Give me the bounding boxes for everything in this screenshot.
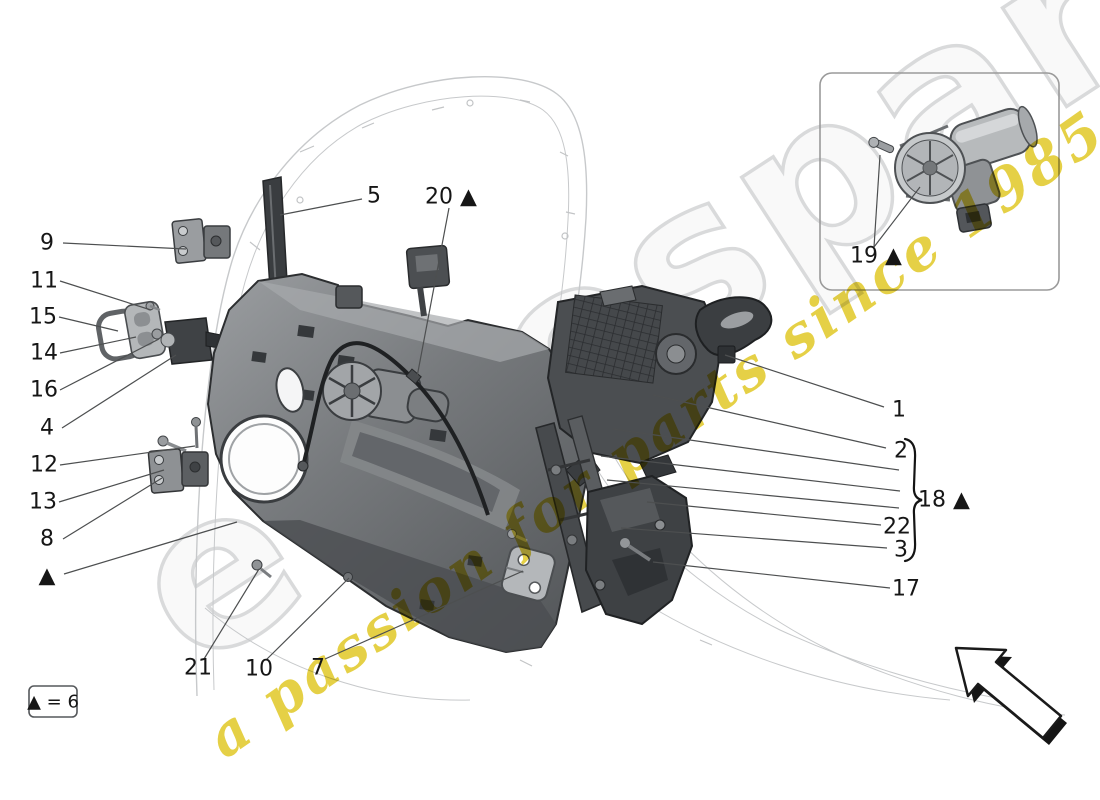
leader-line-3: [59, 336, 137, 354]
leader-line-24: [873, 186, 921, 248]
leader-line-6: [59, 445, 196, 466]
callout-7: 7: [311, 656, 325, 681]
leader-line-17: [646, 501, 882, 526]
leader-line-13: [652, 394, 887, 449]
upper-hinge: [171, 218, 231, 264]
leader-line-14: [612, 428, 900, 471]
leader-line-2: [58, 316, 119, 332]
callout-9: 9: [40, 231, 54, 256]
leader-line-21: [265, 577, 350, 661]
screw-21: [251, 559, 272, 579]
inset-box: [819, 72, 1060, 291]
callout-14: 14: [30, 341, 58, 366]
lock-module: [546, 284, 724, 487]
panel-oval-hole: [275, 367, 305, 413]
leader-line-11: [416, 207, 450, 378]
leader-line-23: [873, 154, 881, 248]
callout-19: 19 ▲: [850, 244, 902, 269]
latch-bolt: [507, 529, 528, 543]
leader-line-4: [59, 338, 160, 391]
screw-17: [619, 537, 651, 562]
bracket-18-group: [903, 437, 923, 563]
callout-13: 13: [29, 490, 57, 515]
callout-1: 1: [892, 398, 906, 423]
callout-12: 12: [30, 453, 58, 478]
callout-18: 18 ▲: [918, 488, 970, 513]
callout-3: 3: [894, 538, 908, 563]
inset-screw: [868, 136, 895, 154]
leader-line-0: [62, 242, 187, 250]
legend-text: ▲ = 6: [27, 692, 79, 713]
leader-line-15: [600, 455, 901, 492]
callout-triangle-left: ▲: [39, 564, 56, 589]
callout-21: 21: [184, 656, 212, 681]
leader-line-20: [203, 568, 260, 660]
leader-line-19: [652, 561, 891, 589]
leader-line-12: [724, 354, 885, 408]
leader-line-8: [62, 477, 163, 540]
callout-5: 5: [367, 184, 381, 209]
legend-box: ▲ = 6: [27, 685, 79, 718]
door-handle: [694, 296, 773, 364]
leader-line-1: [59, 280, 152, 311]
callout-22: 22: [883, 515, 911, 540]
leader-line-9: [63, 521, 238, 575]
leader-line-10: [279, 198, 363, 216]
leader-line-7: [58, 469, 165, 503]
panel-bolt-10: [343, 572, 353, 582]
leader-line-22: [324, 570, 524, 660]
leader-line-18: [620, 527, 888, 549]
speaker-hole: [219, 414, 309, 504]
direction-arrow: [954, 646, 1067, 745]
callout-16: 16: [30, 378, 58, 403]
door-cable: [297, 341, 490, 516]
callout-17: 17: [892, 577, 920, 602]
leader-line-16: [606, 479, 900, 509]
callout-20: 20 ▲: [425, 185, 477, 210]
callout-11: 11: [30, 269, 58, 294]
callout-4: 4: [40, 416, 54, 441]
callout-2: 2: [894, 439, 908, 464]
top-brackets: [335, 244, 451, 317]
door-panel: [206, 272, 595, 654]
leader-line-5: [61, 354, 177, 429]
leader-lines: [58, 154, 921, 661]
latch-assembly: [584, 474, 694, 626]
callout-15: 15: [29, 305, 57, 330]
lower-hinge-group: [147, 417, 209, 494]
callout-10: 10: [245, 657, 273, 682]
striker-plate: [500, 545, 556, 602]
inset-window-motor: [868, 105, 1038, 233]
callout-8: 8: [40, 527, 54, 552]
